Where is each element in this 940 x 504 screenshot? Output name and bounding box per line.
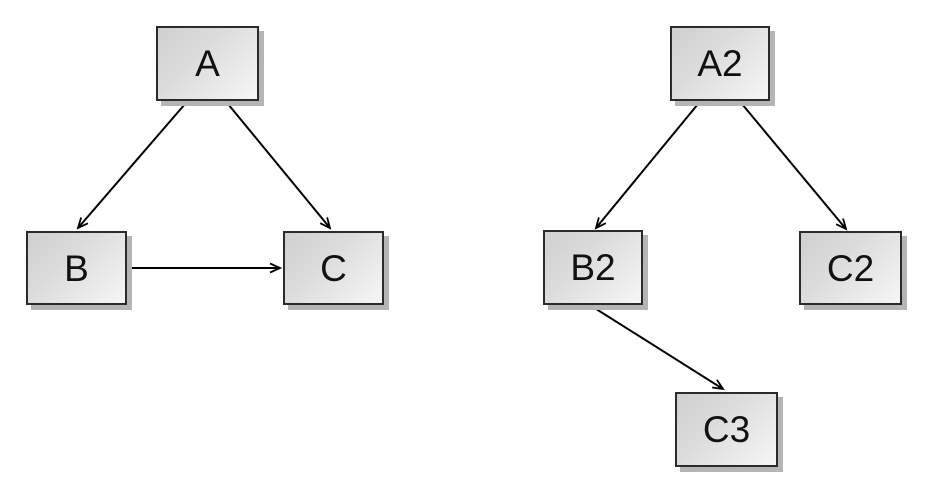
edge-B2-C3: [592, 306, 723, 389]
edge-A-B: [78, 103, 186, 228]
edge-A2-C2: [741, 103, 846, 229]
node-C2[interactable]: C2: [799, 231, 902, 305]
node-B[interactable]: B: [26, 231, 127, 305]
node-B2[interactable]: B2: [543, 230, 643, 305]
node-A2[interactable]: A2: [670, 26, 770, 101]
node-A[interactable]: A: [156, 26, 259, 101]
edge-A2-B2: [596, 103, 699, 228]
edge-A-C: [227, 103, 330, 228]
node-C[interactable]: C: [283, 231, 384, 305]
node-C3[interactable]: C3: [675, 392, 778, 467]
